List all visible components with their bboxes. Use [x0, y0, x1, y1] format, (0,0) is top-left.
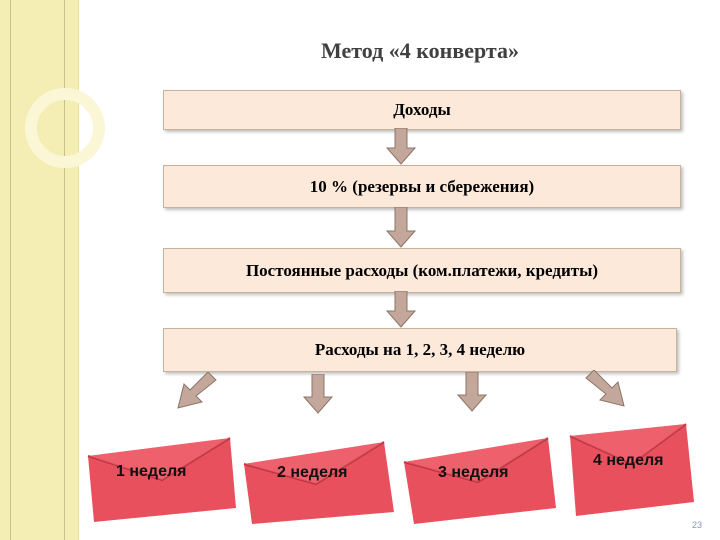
weekly-expenses-box: Расходы на 1, 2, 3, 4 неделю [163, 328, 677, 372]
envelope-1-label: 1 неделя [116, 463, 187, 480]
envelope-4-icon [569, 423, 694, 516]
envelope-3-label: 3 неделя [438, 464, 509, 481]
savings-box: 10 % (резервы и сбережения) [163, 165, 681, 208]
income-label: Доходы [393, 100, 451, 119]
fixed-expenses-box: Постоянные расходы (ком.платежи, кредиты… [163, 248, 681, 293]
down-left-arrow-icon [177, 372, 217, 409]
sidebar-line [64, 0, 65, 540]
down-arrow-icon [386, 207, 416, 248]
envelope-2-label: 2 неделя [277, 464, 348, 481]
decorative-circle [25, 88, 105, 168]
down-arrow-icon [386, 128, 416, 165]
slide-title: Метод «4 конверта» [321, 38, 519, 63]
down-arrow-icon [303, 374, 333, 414]
fixed-expenses-label: Постоянные расходы (ком.платежи, кредиты… [245, 260, 599, 280]
envelope-4-label: 4 неделя [593, 452, 664, 469]
down-arrow-icon [456, 372, 488, 412]
down-right-arrow-icon [585, 370, 625, 407]
envelope-2-icon [243, 441, 394, 524]
envelope-3-icon [403, 437, 556, 524]
page-number: 23 [691, 520, 702, 530]
envelope-1-icon [87, 437, 236, 522]
down-arrow-icon [386, 291, 416, 328]
weekly-expenses-label: Расходы на 1, 2, 3, 4 неделю [314, 340, 526, 359]
sidebar-line [10, 0, 11, 540]
income-box: Доходы [163, 90, 681, 130]
savings-label: 10 % (резервы и сбережения) [309, 176, 535, 196]
